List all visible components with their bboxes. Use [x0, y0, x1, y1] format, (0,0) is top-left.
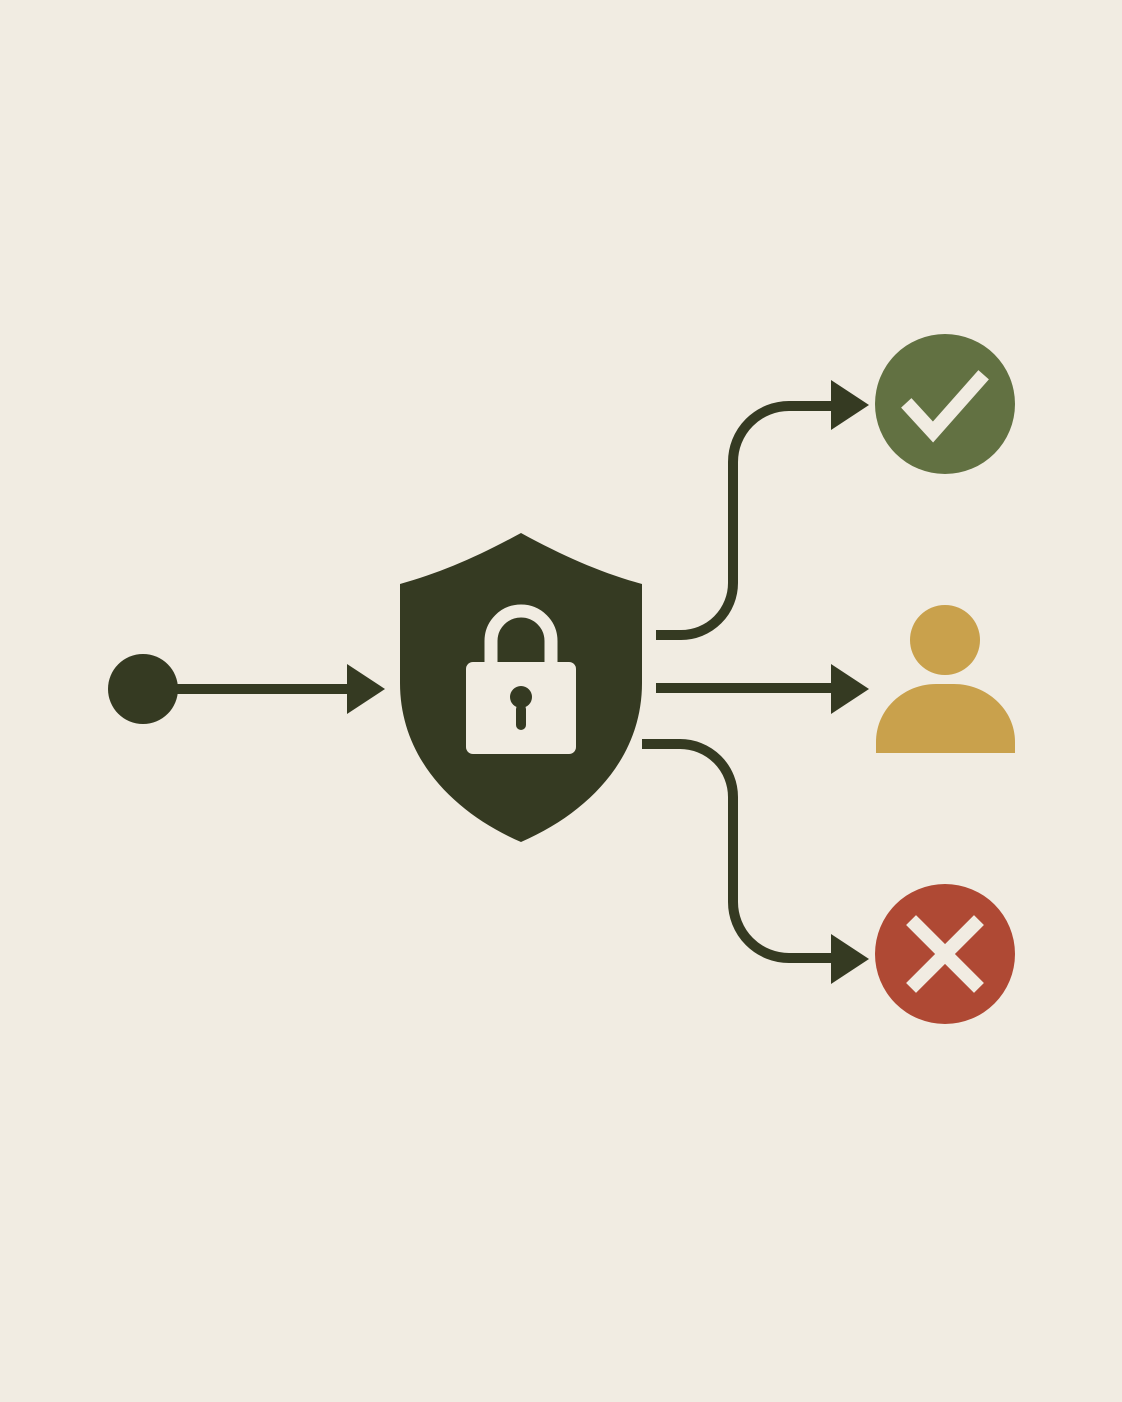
close-stroke-b: [906, 915, 984, 993]
input-arrow-head: [347, 664, 385, 714]
check-icon: [901, 370, 989, 443]
lock-shackle: [484, 604, 558, 663]
branch-deny-arrow-head: [831, 934, 869, 984]
outcome-approved: [875, 334, 1015, 474]
branch-user: [656, 664, 869, 714]
user-head: [910, 605, 980, 675]
branch-user-arrow-head: [831, 664, 869, 714]
lock-icon: [466, 604, 576, 754]
user-icon: [876, 605, 1015, 753]
source-node: [108, 654, 178, 724]
branch-deny-line: [642, 739, 836, 963]
branch-approve: [656, 380, 869, 640]
security-gate: [400, 533, 642, 842]
outcome-user: [876, 605, 1015, 753]
close-icon: [906, 915, 984, 993]
keyhole-top: [510, 686, 532, 708]
outcome-denied: [875, 884, 1015, 1024]
keyhole-stem: [516, 704, 526, 730]
start-dot-icon: [108, 654, 178, 724]
user-body: [876, 684, 1015, 753]
branch-approve-arrow-head: [831, 380, 869, 430]
approve-badge: [875, 334, 1015, 474]
branch-deny: [642, 739, 869, 984]
branch-approve-line: [656, 401, 836, 640]
input-arrow: [176, 664, 385, 714]
